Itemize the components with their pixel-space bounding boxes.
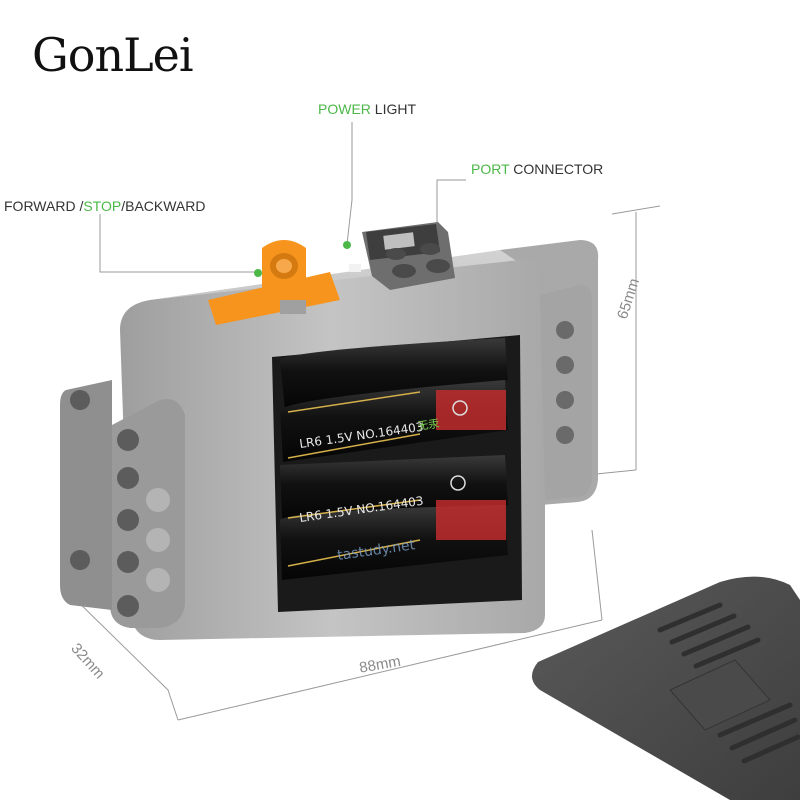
port-connector-label: PORT CONNECTOR [471,161,603,177]
power-light-label: POWER LIGHT [318,101,416,117]
battery-box: LR6 1.5V NO.164403 无汞 LR6 1.5V NO.164403… [60,222,599,640]
power-light-label-highlight: POWER [318,101,371,117]
power-light-label-rest: LIGHT [370,101,417,117]
switch-dot [254,269,262,277]
battery-print-tag: 无汞 [417,417,441,433]
switch-label: FORWARD /STOP/BACKWARD [4,198,206,214]
leader-lines [99,122,466,273]
power-light-dot [343,241,351,249]
dimension-lines [65,205,661,721]
battery-lid [531,576,800,800]
switch-label-stop: STOP [83,198,122,214]
brand-logo: GonLei [32,28,194,82]
switch-label-forward: FORWARD / [4,198,84,214]
port-connector-label-highlight: PORT [471,161,510,177]
switch-label-backward: /BACKWARD [121,198,206,214]
batteries [280,338,508,580]
port-connector-label-rest: CONNECTOR [509,161,604,177]
